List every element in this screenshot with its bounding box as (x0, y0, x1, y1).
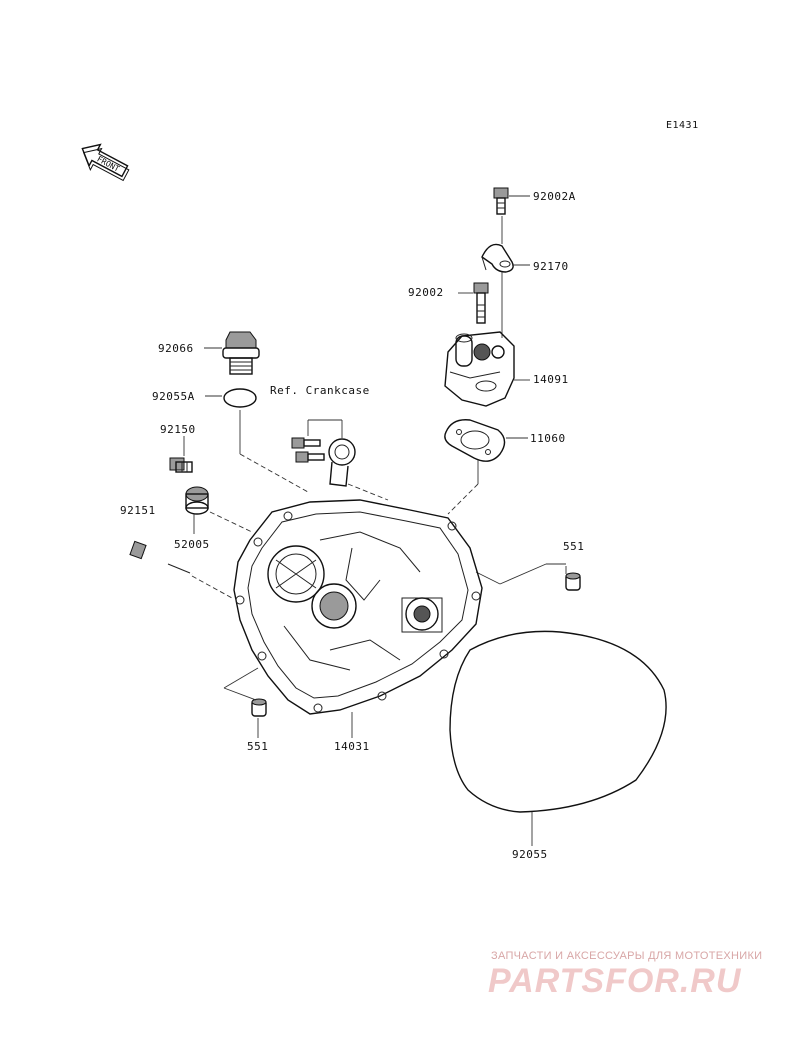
housing-14091-icon (444, 331, 515, 407)
seal-52005-icon (185, 486, 209, 515)
part-label-92066: 92066 (158, 342, 194, 355)
clamp-92170-icon (481, 243, 514, 273)
part-label-92151: 92151 (120, 504, 156, 517)
plug-92150-icon (169, 457, 193, 473)
part-label-551-right: 551 (563, 540, 585, 553)
cap-92066-icon (222, 331, 260, 375)
part-label-92170: 92170 (533, 260, 569, 273)
watermark-subtitle: ЗАПЧАСТИ И АКСЕССУАРЫ ДЛЯ МОТОТЕХНИКИ (491, 950, 763, 962)
bolt-92002-icon (473, 282, 489, 324)
cover-14031-icon (233, 499, 483, 715)
part-label-92002: 92002 (408, 286, 444, 299)
part-label-92150: 92150 (160, 423, 196, 436)
dowel-551-left-icon (251, 698, 267, 717)
part-label-52005: 52005 (174, 538, 210, 551)
part-label-92002a: 92002A (533, 190, 576, 203)
part-label-92055: 92055 (512, 848, 548, 861)
part-label-92055a: 92055A (152, 390, 195, 403)
part-label-14091: 14091 (533, 373, 569, 386)
part-label-551-left: 551 (247, 740, 269, 753)
bolt-92151-icon (129, 540, 193, 576)
watermark-brand: PARTSFOR.RU (488, 962, 742, 1000)
front-arrow-icon: FRONT (81, 143, 130, 182)
oring-92055a-icon (223, 388, 257, 408)
reference-note: Ref. Crankcase (270, 384, 370, 397)
part-label-14031: 14031 (334, 740, 370, 753)
diagram-code: E1431 (666, 120, 699, 131)
gasket-11060-icon (444, 419, 506, 462)
part-label-11060: 11060 (530, 432, 566, 445)
bolt-92002a-icon (493, 187, 509, 215)
dowel-551-right-icon (565, 572, 581, 591)
bracket-icon (291, 437, 356, 487)
gasket-92055-icon (449, 630, 667, 813)
